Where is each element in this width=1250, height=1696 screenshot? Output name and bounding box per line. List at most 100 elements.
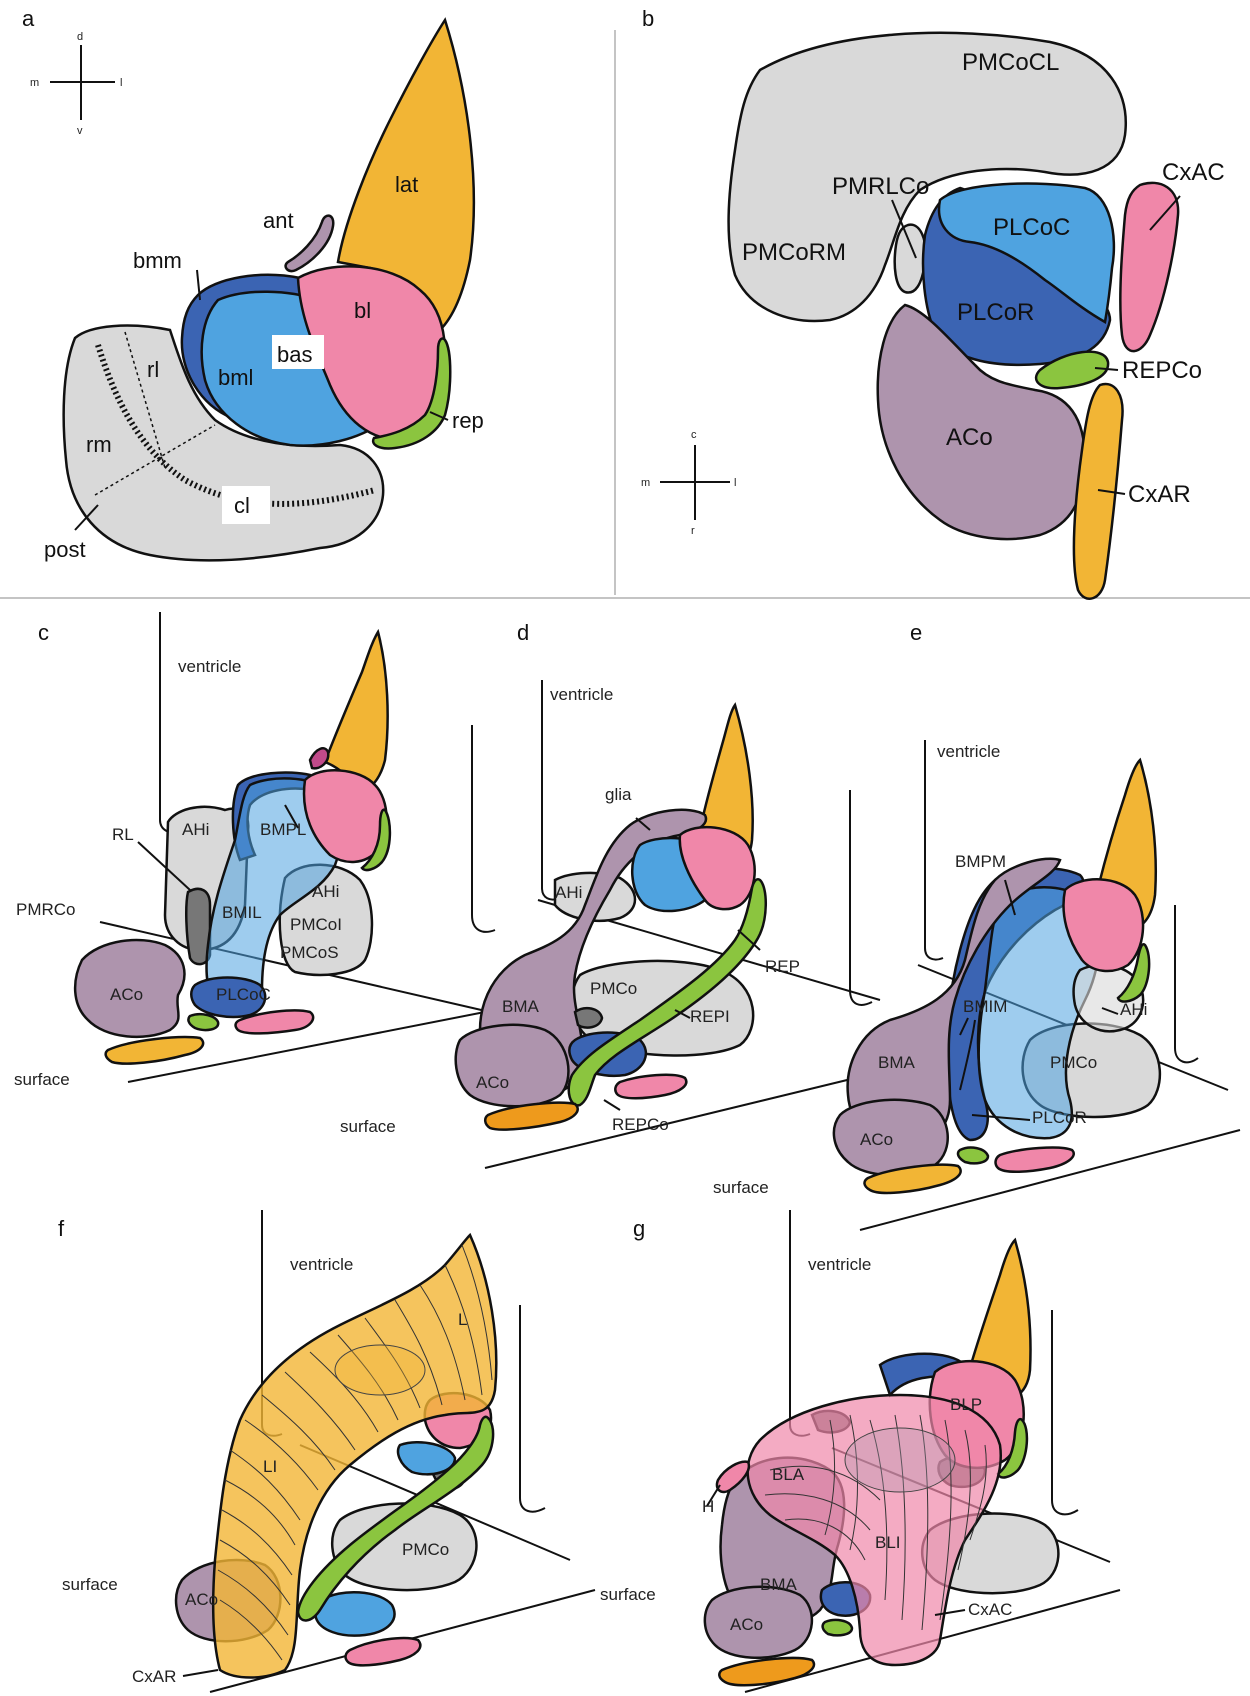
label-rm: rm — [86, 432, 112, 457]
region-pink-e — [996, 1148, 1074, 1172]
label-pmcoi-c: PMCoI — [290, 915, 342, 934]
label-ant: ant — [263, 208, 294, 233]
overlay-ellipse-g — [845, 1428, 955, 1492]
region-repco-c — [188, 1014, 218, 1030]
orient-m-b: m — [641, 477, 650, 489]
panel-e: e ventricle BMPM — [713, 620, 1240, 1230]
region-cxar-b — [1074, 384, 1123, 599]
overlay-ellipse-f — [335, 1345, 425, 1395]
label-li-f: LI — [263, 1457, 277, 1476]
label-ahi-e: AHi — [1120, 1000, 1147, 1019]
panel-g: g — [600, 1210, 1120, 1692]
label-surface-e: surface — [713, 1178, 769, 1197]
region-orange-d — [485, 1103, 578, 1130]
label-pmcocl: PMCoCL — [962, 49, 1059, 76]
label-plcor: PLCoR — [957, 299, 1034, 326]
label-pmco-d: PMCo — [590, 979, 637, 998]
label-plcor-e: PLCoR — [1032, 1108, 1087, 1127]
region-orange-g — [719, 1658, 814, 1685]
orient-d: d — [77, 31, 83, 43]
label-cxar-f: CxAR — [132, 1667, 176, 1686]
label-cxac-g: CxAC — [968, 1600, 1012, 1619]
ventricle-wall-right-f — [520, 1305, 545, 1512]
label-ventricle-c: ventricle — [178, 657, 241, 676]
region-ant-c — [310, 748, 328, 768]
panel-d-letter: d — [517, 620, 529, 645]
region-dark-gray-d — [575, 1008, 602, 1027]
orientation-cross-b: c r m l — [641, 429, 736, 537]
label-pmco-f: PMCo — [402, 1540, 449, 1559]
panel-f-letter: f — [58, 1216, 65, 1241]
label-bml: bml — [218, 365, 253, 390]
ventricle-wall-left-c — [160, 612, 188, 833]
label-repco: REPCo — [1122, 357, 1202, 384]
label-surface-d: surface — [340, 1117, 396, 1136]
label-bmil-c: BMIL — [222, 903, 262, 922]
label-ventricle-g: ventricle — [808, 1255, 871, 1274]
label-ventricle-f: ventricle — [290, 1255, 353, 1274]
label-h-g: H — [702, 1497, 714, 1516]
leader-cxar-f — [183, 1670, 218, 1676]
ventricle-wall-right-d — [850, 790, 872, 1005]
label-ventricle-d: ventricle — [550, 685, 613, 704]
label-aco-f: ACo — [185, 1590, 218, 1609]
ventricle-wall-right-c — [472, 725, 495, 932]
panel-c-letter: c — [38, 620, 49, 645]
orient-m: m — [30, 77, 39, 89]
label-pmco-e: PMCo — [1050, 1053, 1097, 1072]
region-aco-d — [456, 1025, 569, 1106]
region-pink-f — [346, 1638, 421, 1665]
label-bmim-e: BMIM — [963, 997, 1007, 1016]
label-bmpm-e: BMPM — [955, 852, 1006, 871]
label-lat: lat — [395, 172, 418, 197]
region-lat-c — [325, 632, 388, 792]
label-cxar-b: CxAR — [1128, 481, 1191, 508]
orientation-cross-a: d v m l — [30, 31, 122, 137]
panel-a-letter: a — [22, 6, 35, 31]
label-l-f: L — [458, 1310, 467, 1329]
label-pmrco-c: PMRCo — [16, 900, 76, 919]
label-bmm: bmm — [133, 248, 182, 273]
label-bas: bas — [277, 342, 312, 367]
label-post: post — [44, 537, 86, 562]
label-rl-c: RL — [112, 825, 134, 844]
panel-e-letter: e — [910, 620, 922, 645]
label-surface-c: surface — [14, 1070, 70, 1089]
label-glia-d: glia — [605, 785, 632, 804]
label-plcoc-c: PLCoC — [216, 985, 271, 1004]
label-pmcorm: PMCoRM — [742, 239, 846, 266]
region-green-g2 — [823, 1620, 852, 1635]
label-ahi-c2: AHi — [312, 882, 339, 901]
ventricle-wall-left-e — [925, 740, 943, 960]
orient-c: c — [691, 429, 697, 441]
label-repi-d: REPI — [690, 1007, 730, 1026]
label-ahi-d: AHi — [555, 883, 582, 902]
label-aco-g: ACo — [730, 1615, 763, 1634]
panel-d: d ventricle glia — [340, 620, 880, 1168]
label-aco-b: ACo — [946, 424, 993, 451]
label-bmpl-c: BMPL — [260, 820, 306, 839]
label-bl: bl — [354, 298, 371, 323]
label-bli-g: BLI — [875, 1533, 901, 1552]
label-bma-g: BMA — [760, 1575, 798, 1594]
label-pmrlco: PMRLCo — [832, 173, 929, 200]
panel-a: a d v m l — [22, 6, 484, 562]
region-small-green-e — [958, 1148, 988, 1164]
panel-b-letter: b — [642, 6, 654, 31]
panel-g-letter: g — [633, 1216, 645, 1241]
ventricle-wall-left-d — [542, 680, 560, 900]
orient-v: v — [77, 125, 83, 137]
ventricle-wall-right-e — [1175, 905, 1198, 1062]
label-blp-g: BLP — [950, 1395, 982, 1414]
label-cl: cl — [234, 493, 250, 518]
region-cxar-c — [106, 1037, 203, 1063]
orient-l: l — [120, 77, 122, 89]
panel-f: f — [58, 1210, 595, 1692]
label-aco-e: ACo — [860, 1130, 893, 1149]
label-rep: rep — [452, 408, 484, 433]
label-bma-e: BMA — [878, 1053, 916, 1072]
label-ahi-c1: AHi — [182, 820, 209, 839]
label-bla-g: BLA — [772, 1465, 805, 1484]
orient-l-b: l — [734, 477, 736, 489]
